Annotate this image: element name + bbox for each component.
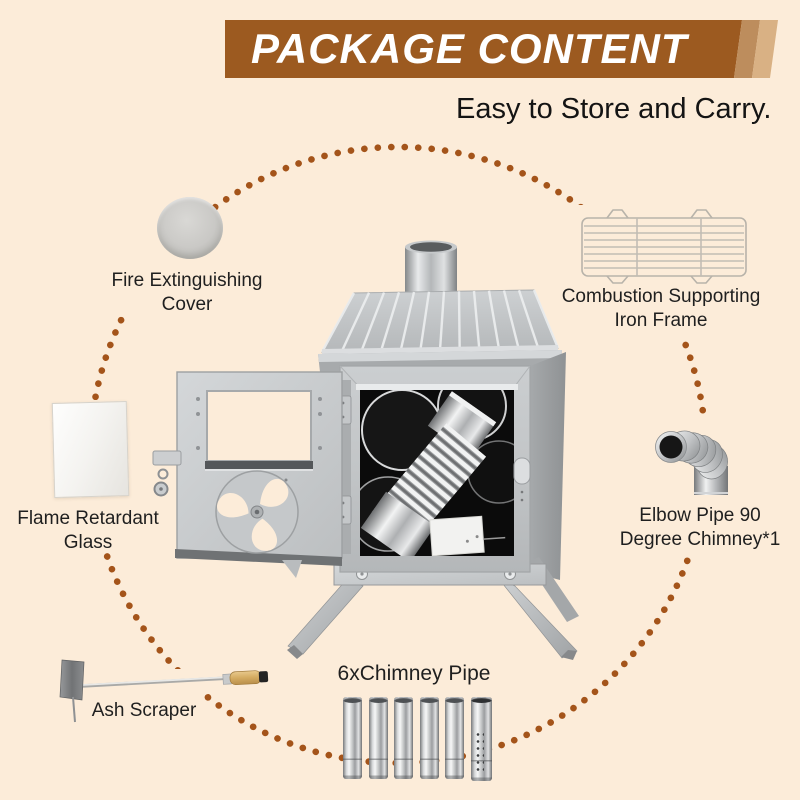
chimney-pipe bbox=[368, 697, 388, 779]
fire-cover-label: Fire Extinguishing Cover bbox=[111, 270, 263, 315]
elbow-pipe-label: Elbow Pipe 90 Degree Chimney*1 bbox=[619, 505, 781, 550]
ash-scraper-label: Ash Scraper bbox=[91, 700, 197, 721]
dot-mask bbox=[565, 205, 760, 338]
page-subtitle: Easy to Store and Carry. bbox=[456, 93, 772, 125]
banner-bar bbox=[225, 20, 742, 78]
chimney-pipe bbox=[343, 697, 362, 779]
flame-glass-label: Flame Retardant Glass bbox=[17, 508, 159, 553]
iron-frame-label: Combustion Supporting Iron Frame bbox=[561, 286, 761, 331]
chimney-pipes-label: 6xChimney Pipe bbox=[337, 662, 491, 685]
chimney-pipe bbox=[470, 697, 492, 781]
page-title: PACKAGE CONTENT bbox=[251, 25, 688, 72]
iron-frame-illustration bbox=[581, 209, 747, 284]
stove-illustration bbox=[152, 240, 579, 660]
chimney-pipe bbox=[394, 697, 413, 779]
chimney-pipe bbox=[419, 697, 439, 779]
chimney-pipe bbox=[445, 697, 464, 779]
chimney-pipes-group bbox=[343, 697, 492, 783]
stove-door bbox=[152, 371, 343, 578]
flame-glass-illustration bbox=[51, 401, 130, 498]
elbow-pipe-illustration bbox=[655, 430, 728, 495]
banner: PACKAGE CONTENT bbox=[225, 20, 781, 78]
ash-scraper-illustration bbox=[59, 659, 269, 723]
fire-cover-illustration bbox=[157, 197, 223, 259]
